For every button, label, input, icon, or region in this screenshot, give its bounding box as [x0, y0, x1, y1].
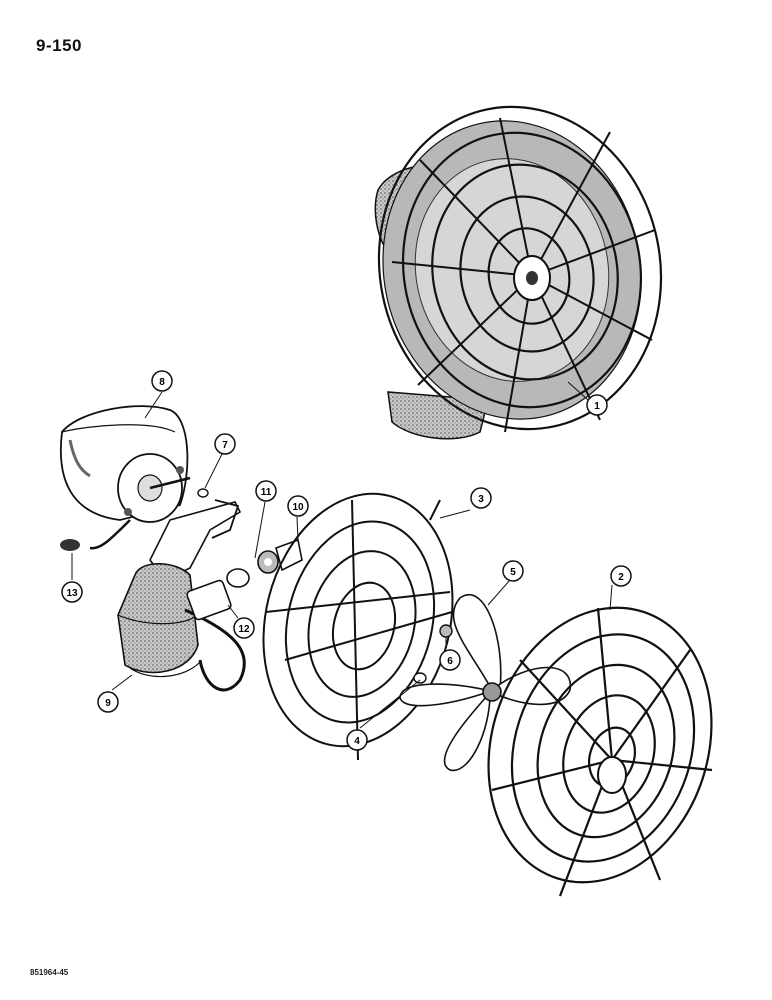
assembled-fan-illustration	[374, 105, 663, 440]
figure-code: 851964-45	[30, 968, 69, 977]
callout-8: 8	[151, 370, 173, 392]
motor-illustration	[60, 405, 191, 523]
callout-2: 2	[610, 565, 632, 587]
switch-illustration	[186, 488, 303, 621]
callout-4: 4	[346, 729, 368, 751]
callout-6: 6	[439, 649, 461, 671]
callout-5: 5	[502, 560, 524, 582]
callout-9: 9	[97, 691, 119, 713]
hardware-illustration	[413, 624, 453, 684]
svg-text:1: 1	[594, 401, 600, 412]
callout-3: 3	[470, 487, 492, 509]
fan-blade-illustration	[399, 594, 572, 771]
svg-text:10: 10	[292, 502, 304, 513]
rear-guard-illustration	[487, 606, 713, 897]
callout-1: 1	[586, 394, 608, 416]
svg-text:11: 11	[261, 487, 272, 498]
svg-text:8: 8	[159, 377, 165, 388]
base-illustration	[60, 501, 246, 692]
callout-12: 12	[233, 617, 255, 639]
callout-11: 11	[255, 480, 277, 502]
svg-text:12: 12	[238, 624, 250, 635]
leader-lines	[71, 381, 613, 729]
svg-text:7: 7	[222, 440, 228, 451]
svg-text:4: 4	[354, 736, 360, 747]
svg-text:13: 13	[66, 588, 78, 599]
svg-text:6: 6	[447, 656, 453, 667]
callout-13: 13	[61, 581, 83, 603]
svg-text:2: 2	[618, 572, 624, 583]
svg-text:9: 9	[105, 698, 111, 709]
svg-text:5: 5	[510, 567, 516, 578]
svg-text:3: 3	[478, 494, 484, 505]
callout-10: 10	[287, 495, 309, 517]
callout-7: 7	[214, 433, 236, 455]
front-guard-illustration	[262, 492, 454, 761]
page-number: 9-150	[36, 36, 82, 55]
